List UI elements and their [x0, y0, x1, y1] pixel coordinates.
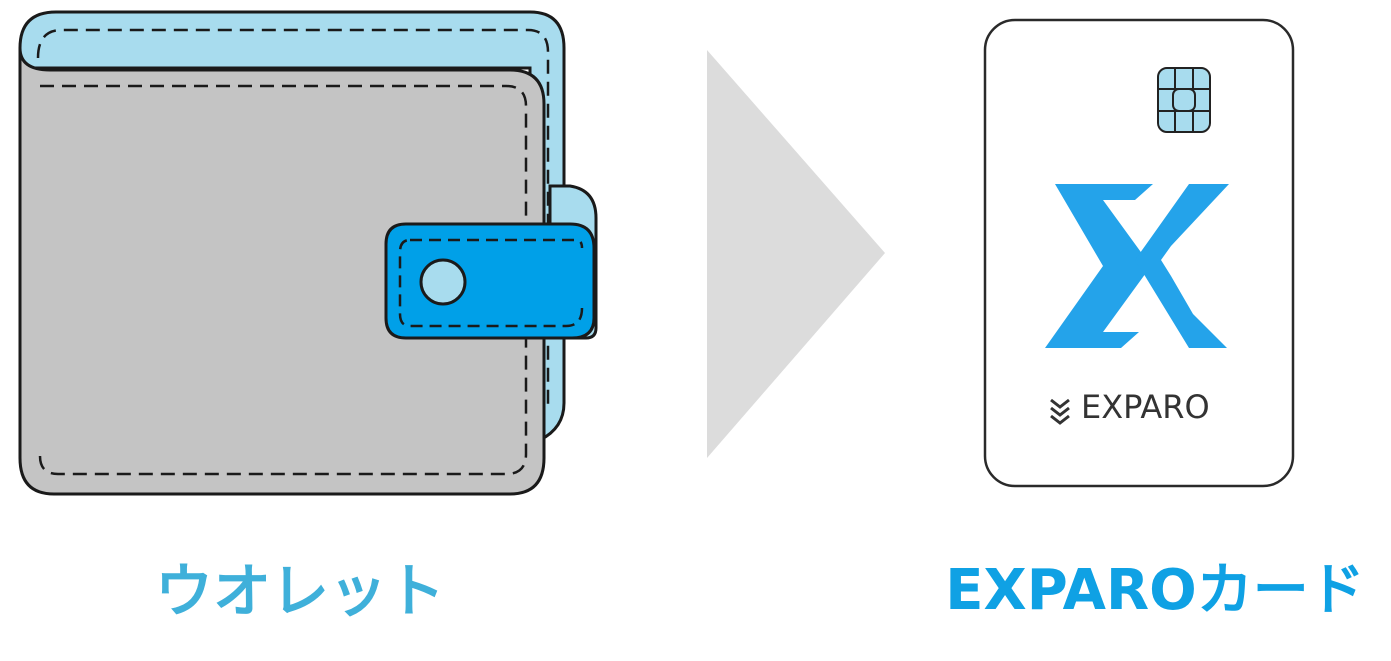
- exparo-card: EXPARO: [975, 14, 1305, 494]
- ex-logo-icon: [1045, 184, 1229, 348]
- card-caption: EXPAROカード: [945, 558, 1365, 623]
- arrow-right-icon: [707, 50, 885, 458]
- chip-icon: [1157, 67, 1211, 133]
- wallet-caption: ウオレット: [154, 557, 445, 625]
- wallet-icon: [18, 10, 598, 496]
- card-brand-text: EXPARO: [1081, 388, 1210, 426]
- card-icon: [983, 18, 1295, 488]
- brand-chevrons-icon: [1050, 398, 1070, 425]
